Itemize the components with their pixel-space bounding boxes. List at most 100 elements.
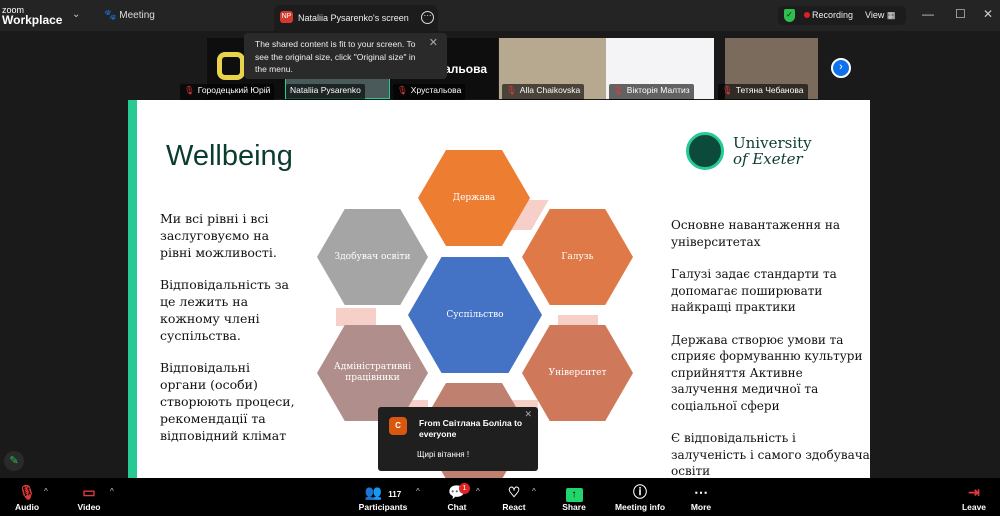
logo-big: Workplace xyxy=(2,13,63,27)
hex-label: Держава xyxy=(452,192,496,203)
caret-up-icon[interactable]: ^ xyxy=(532,487,536,496)
more-button[interactable]: ⋯ More xyxy=(688,482,714,512)
hex-state: Держава xyxy=(418,150,530,246)
slide-title: Wellbeing xyxy=(166,140,293,172)
hex-label: Суспільство xyxy=(446,309,504,320)
annotate-pencil-icon[interactable]: ✎ xyxy=(4,451,24,471)
mic-muted-icon: 🎙 xyxy=(184,85,195,95)
participant-logo-icon xyxy=(217,52,245,80)
react-button[interactable]: ♡ React xyxy=(500,482,528,512)
audio-button[interactable]: 🎙 Audio xyxy=(12,482,42,512)
view-button[interactable]: View ▦ xyxy=(865,10,896,20)
hex-society: Суспільство xyxy=(408,257,542,373)
left-paragraph: Відповідальні органи (особи) створюють п… xyxy=(160,360,295,443)
react-label: React xyxy=(502,502,526,512)
slide-accent-stripe xyxy=(128,100,137,478)
hex-label: Здобувач освіти xyxy=(334,251,411,262)
right-paragraph: Держава створює умови та сприяє формуван… xyxy=(671,332,863,413)
next-page-arrow-icon[interactable]: › xyxy=(831,58,851,78)
share-arrow-icon: ↑ xyxy=(560,482,588,502)
leave-icon: ⇥ xyxy=(968,484,980,500)
name-label: Городецький Юрій xyxy=(197,85,271,95)
name-label: Вікторія Малтиз xyxy=(626,85,690,95)
left-paragraph: Ми всі рівні і всі заслуговуємо на рівні… xyxy=(160,211,277,260)
hex-connector xyxy=(336,308,376,326)
right-paragraph: Є відповідальність і залученість і самог… xyxy=(671,431,870,478)
hex-industry: Галузь xyxy=(522,209,633,305)
video-off-icon: ▭ xyxy=(82,484,96,500)
mic-muted-icon: 🎙 xyxy=(397,85,408,95)
maximize-icon[interactable]: ☐ xyxy=(955,7,966,21)
mic-muted-icon: 🎙 xyxy=(613,85,624,95)
chat-label: Chat xyxy=(447,502,467,512)
chat-message: Щирі вітання ! xyxy=(417,450,470,459)
logo-small: zoom xyxy=(2,5,25,15)
more-label: More xyxy=(690,502,712,512)
name-label: Тетяна Чебанова xyxy=(735,85,804,95)
minimize-icon[interactable]: — xyxy=(922,7,934,21)
shield-icon[interactable]: ✓ xyxy=(784,9,795,22)
name-label: Хрустальова xyxy=(410,85,462,95)
name-label: Alla Chaikovska xyxy=(519,85,581,95)
caret-up-icon[interactable]: ^ xyxy=(416,487,420,496)
hex-label: Адміністративні працівники xyxy=(333,362,412,383)
share-label: Share xyxy=(562,502,586,512)
sharer-avatar: NP xyxy=(280,11,293,23)
close-icon[interactable]: ✕ xyxy=(428,37,438,49)
leave-button[interactable]: ⇥ Leave xyxy=(960,482,988,512)
recording-label[interactable]: Recording xyxy=(812,10,854,20)
hex-admin-staff: Адміністративні працівники xyxy=(317,325,428,421)
share-button[interactable]: ↑Share xyxy=(560,482,588,512)
right-paragraph: Галузі задає стандарти та допомагає поши… xyxy=(671,267,837,314)
mic-muted-icon: 🎙 xyxy=(506,85,517,95)
university-crest-icon xyxy=(686,132,724,170)
hex-student: Здобувач освіти xyxy=(317,209,428,305)
recording-dot-icon xyxy=(804,12,810,18)
tooltip-text: The shared content is fit to your screen… xyxy=(255,39,416,74)
caret-up-icon[interactable]: ^ xyxy=(44,487,48,496)
left-paragraph: Відповідальність за це лежить на кожному… xyxy=(160,277,289,343)
share-title: Nataliia Pysarenko's screen xyxy=(298,13,409,23)
hex-label: Галузь xyxy=(561,251,594,262)
view-label: View xyxy=(865,10,885,20)
participants-count: 117 xyxy=(388,490,402,499)
chevron-down-icon[interactable]: ⌄ xyxy=(72,9,81,20)
chat-unread-badge: 1 xyxy=(459,483,470,494)
right-paragraph: Основне навантаження на університетах xyxy=(671,218,840,249)
audio-label: Audio xyxy=(14,502,40,512)
fit-screen-tooltip: The shared content is fit to your screen… xyxy=(244,33,447,79)
heart-icon: ♡ xyxy=(507,484,521,500)
meeting-label: Meeting xyxy=(119,10,155,21)
participants-icon: 👥117 xyxy=(364,484,402,500)
recording-panel: ✓ Recording View ▦ xyxy=(778,6,906,25)
mic-muted-icon: 🎙 xyxy=(722,85,733,95)
close-icon[interactable]: ✕ xyxy=(524,409,532,419)
more-icon: ⋯ xyxy=(694,484,708,500)
info-icon: ⓘ xyxy=(633,484,647,500)
sender-avatar: C xyxy=(389,417,407,435)
hex-label: Університет xyxy=(548,367,607,378)
close-icon[interactable]: ✕ xyxy=(983,7,994,21)
meeting-info-label: Meeting info xyxy=(614,502,666,512)
video-button[interactable]: ▭ Video xyxy=(74,482,104,512)
more-options-icon[interactable]: ··· xyxy=(421,11,434,24)
chat-notification[interactable]: C From Світлана Боліла to everyone Щирі … xyxy=(378,407,538,471)
hex-connector xyxy=(558,315,598,327)
hex-university: Університет xyxy=(522,325,633,421)
leave-label: Leave xyxy=(961,502,987,512)
mic-muted-icon: 🎙 xyxy=(18,484,36,500)
share-screen-tab[interactable]: NP Nataliia Pysarenko's screen ··· xyxy=(274,5,438,31)
caret-up-icon[interactable]: ^ xyxy=(476,487,480,496)
university-line-1: University xyxy=(733,134,812,152)
video-label: Video xyxy=(77,502,101,512)
caret-up-icon[interactable]: ^ xyxy=(110,487,114,496)
right-text: Основне навантаження на університетах Га… xyxy=(671,217,870,478)
chat-sender: From Світлана Боліла to everyone xyxy=(419,418,523,439)
meeting-tab[interactable]: 🐾 Meeting xyxy=(104,10,155,21)
